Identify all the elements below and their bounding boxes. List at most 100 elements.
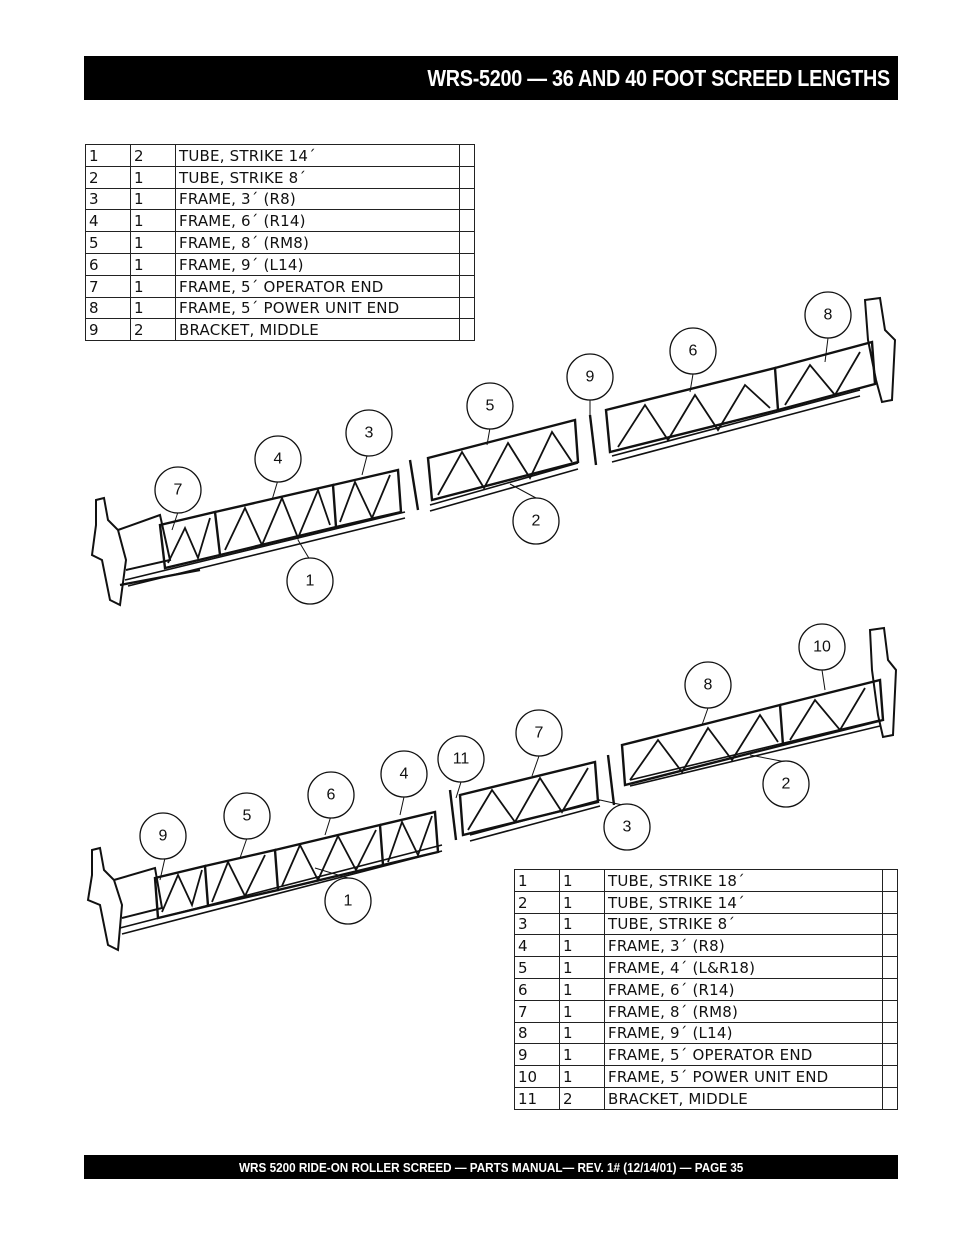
callout-40ft-2: 2: [762, 760, 810, 808]
part-quantity: 1: [559, 978, 605, 1001]
part-description: FRAME, 4´ (L&R18): [604, 956, 883, 979]
callout-36ft-7: 7: [154, 466, 202, 514]
part-quantity: 1: [559, 956, 605, 979]
svg-text:9: 9: [586, 369, 595, 386]
blank-cell: [459, 209, 475, 233]
part-number: 8: [85, 297, 131, 320]
blank-cell: [882, 1087, 898, 1110]
part-quantity: 2: [559, 1087, 605, 1110]
blank-cell: [459, 253, 475, 276]
callout-36ft-2: 2: [512, 497, 560, 545]
part-number: 2: [85, 166, 131, 189]
blank-cell: [882, 1065, 898, 1088]
blank-cell: [882, 869, 898, 892]
part-number: 4: [514, 934, 560, 958]
callout-40ft-4: 4: [380, 750, 428, 798]
callout-36ft-3: 3: [345, 409, 393, 457]
part-quantity: 2: [130, 144, 176, 167]
blank-cell: [459, 275, 475, 298]
part-description: TUBE, STRIKE 8´: [604, 913, 883, 936]
svg-text:8: 8: [824, 307, 833, 324]
part-quantity: 1: [130, 188, 176, 211]
part-quantity: 1: [130, 231, 176, 254]
svg-text:10: 10: [813, 639, 831, 656]
svg-text:4: 4: [400, 766, 409, 783]
blank-cell: [882, 1043, 898, 1067]
page-title: WRS-5200 — 36 AND 40 FOOT SCREED LENGTHS: [427, 64, 890, 91]
part-quantity: 1: [130, 275, 176, 298]
part-number: 5: [85, 231, 131, 254]
part-number: 5: [514, 956, 560, 979]
svg-text:6: 6: [689, 343, 698, 360]
svg-text:4: 4: [274, 451, 283, 468]
svg-text:7: 7: [174, 482, 183, 499]
part-quantity: 1: [130, 166, 176, 189]
part-number: 1: [514, 869, 560, 892]
part-quantity: 1: [559, 1000, 605, 1023]
part-number: 7: [85, 275, 131, 298]
part-description: TUBE, STRIKE 18´: [604, 869, 883, 892]
blank-cell: [882, 934, 898, 958]
part-description: FRAME, 8´ (RM8): [604, 1000, 883, 1023]
part-number: 2: [514, 891, 560, 914]
footer-bar: WRS 5200 RIDE-ON ROLLER SCREED — PARTS M…: [84, 1155, 898, 1179]
callout-36ft-8: 8: [804, 291, 852, 339]
blank-cell: [882, 891, 898, 914]
part-number: 8: [514, 1022, 560, 1045]
part-description: FRAME, 6´ (R14): [604, 978, 883, 1001]
part-description: TUBE, STRIKE 14´: [604, 891, 883, 914]
blank-cell: [882, 913, 898, 936]
part-number: 9: [514, 1043, 560, 1067]
part-description: FRAME, 9´ (L14): [604, 1022, 883, 1045]
callout-40ft-1: 1: [324, 877, 372, 925]
callout-40ft-11: 11: [437, 735, 485, 783]
part-description: TUBE, STRIKE 14´: [175, 144, 460, 167]
power-unit-end-40ft: [868, 626, 898, 739]
svg-text:5: 5: [486, 398, 495, 415]
callout-36ft-6: 6: [669, 327, 717, 375]
blank-cell: [459, 166, 475, 189]
callout-40ft-8: 8: [684, 661, 732, 709]
footer-text: WRS 5200 RIDE-ON ROLLER SCREED — PARTS M…: [238, 1159, 744, 1175]
blank-cell: [459, 318, 475, 342]
callout-40ft-9: 9: [139, 812, 187, 860]
blank-cell: [459, 188, 475, 211]
diagram-36ft-drawing: 7 4 3 5 9 6 8 2: [90, 291, 897, 607]
part-description: FRAME, 5´ POWER UNIT END: [175, 297, 460, 320]
header-bar: WRS-5200 — 36 AND 40 FOOT SCREED LENGTHS: [84, 56, 898, 100]
part-description: FRAME, 9´ (L14): [175, 253, 460, 276]
part-quantity: 1: [559, 1043, 605, 1067]
part-description: FRAME, 5´ OPERATOR END: [604, 1043, 883, 1067]
svg-text:7: 7: [535, 725, 544, 742]
callout-36ft-5: 5: [466, 382, 514, 430]
callout-40ft-10: 10: [798, 623, 846, 671]
callout-36ft-1: 1: [286, 557, 334, 605]
part-number: 10: [514, 1065, 560, 1088]
callout-40ft-7: 7: [515, 709, 563, 757]
part-number: 3: [514, 913, 560, 936]
part-number: 1: [85, 144, 131, 167]
part-description: FRAME, 6´ (R14): [175, 209, 460, 233]
svg-text:2: 2: [782, 776, 791, 793]
svg-text:2: 2: [532, 513, 541, 530]
part-description: FRAME, 5´ OPERATOR END: [175, 275, 460, 298]
part-quantity: 2: [130, 318, 176, 342]
power-unit-end-36ft: [863, 296, 897, 404]
svg-text:1: 1: [344, 893, 353, 910]
part-number: 11: [514, 1087, 560, 1110]
